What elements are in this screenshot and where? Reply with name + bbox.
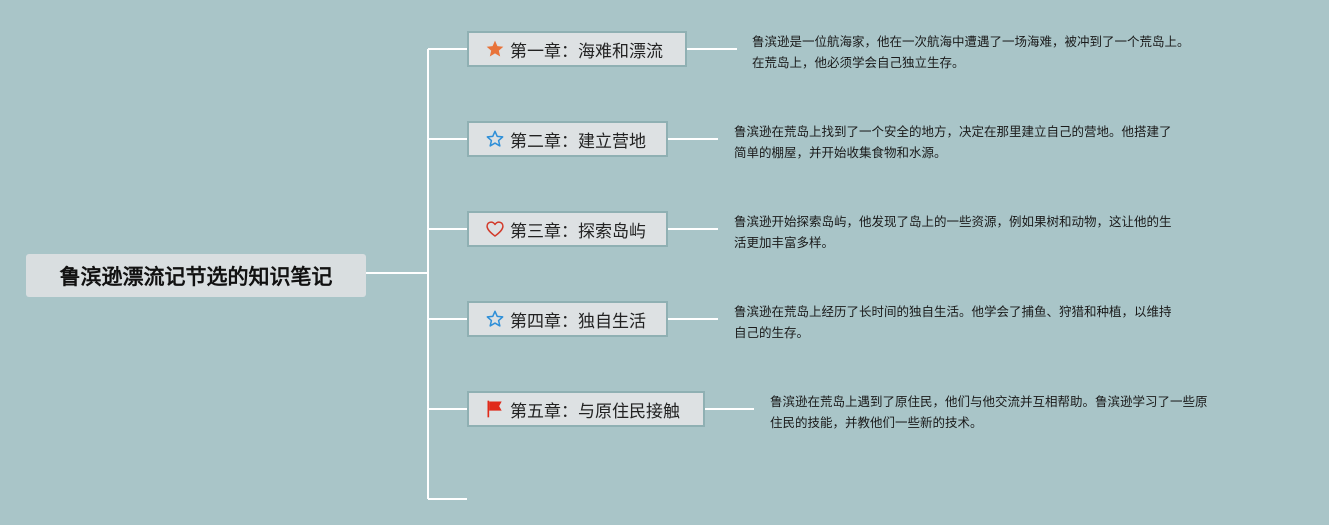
description-line: 鲁滨逊是一位航海家，他在一次航海中遭遇了一场海难，被冲到了一个荒岛上。 <box>752 34 1190 49</box>
star-outline-icon <box>485 129 505 149</box>
chapter-1-title: 第一章：海难和漂流 <box>510 41 663 62</box>
description-line: 在荒岛上，他必须学会自己独立生存。 <box>752 55 965 70</box>
chapter-3-description: 鲁滨逊开始探索岛屿，他发现了岛上的一些资源，例如果树和动物，这让他的生 活更加丰… <box>734 211 1234 253</box>
chapter-4-title: 第四章：独自生活 <box>510 311 646 332</box>
description-line: 鲁滨逊在荒岛上找到了一个安全的地方，决定在那里建立自己的营地。他搭建了 <box>734 124 1172 139</box>
chapter-4-topic[interactable]: 第四章：独自生活 <box>467 301 668 337</box>
chapter-1-description: 鲁滨逊是一位航海家，他在一次航海中遭遇了一场海难，被冲到了一个荒岛上。 在荒岛上… <box>752 31 1252 73</box>
heart-outline-icon <box>485 219 505 239</box>
root-topic[interactable]: 鲁滨逊漂流记节选的知识笔记 <box>26 254 366 297</box>
flag-icon <box>485 399 505 419</box>
description-line: 鲁滨逊在荒岛上经历了长时间的独自生活。他学会了捕鱼、狩猎和种植，以维持 <box>734 304 1172 319</box>
chapter-2-topic[interactable]: 第二章：建立营地 <box>467 121 668 157</box>
chapter-5-title: 第五章：与原住民接触 <box>510 401 680 422</box>
description-line: 鲁滨逊在荒岛上遇到了原住民，他们与他交流并互相帮助。鲁滨逊学习了一些原 <box>770 394 1208 409</box>
chapter-2-description: 鲁滨逊在荒岛上找到了一个安全的地方，决定在那里建立自己的营地。他搭建了 简单的棚… <box>734 121 1234 163</box>
description-line: 自己的生存。 <box>734 325 810 340</box>
chapter-2-title: 第二章：建立营地 <box>510 131 646 152</box>
chapter-5-topic[interactable]: 第五章：与原住民接触 <box>467 391 705 427</box>
description-line: 鲁滨逊开始探索岛屿，他发现了岛上的一些资源，例如果树和动物，这让他的生 <box>734 214 1172 229</box>
star-filled-icon <box>485 39 505 59</box>
chapter-4-description: 鲁滨逊在荒岛上经历了长时间的独自生活。他学会了捕鱼、狩猎和种植，以维持 自己的生… <box>734 301 1234 343</box>
description-line: 活更加丰富多样。 <box>734 235 835 250</box>
description-line: 住民的技能，并教他们一些新的技术。 <box>770 415 983 430</box>
chapter-3-topic[interactable]: 第三章：探索岛屿 <box>467 211 668 247</box>
description-line: 简单的棚屋，并开始收集食物和水源。 <box>734 145 947 160</box>
star-outline-icon <box>485 309 505 329</box>
root-title: 鲁滨逊漂流记节选的知识笔记 <box>59 264 333 289</box>
chapter-3-title: 第三章：探索岛屿 <box>510 221 646 242</box>
chapter-5-description: 鲁滨逊在荒岛上遇到了原住民，他们与他交流并互相帮助。鲁滨逊学习了一些原 住民的技… <box>770 391 1270 433</box>
chapter-1-topic[interactable]: 第一章：海难和漂流 <box>467 31 687 67</box>
